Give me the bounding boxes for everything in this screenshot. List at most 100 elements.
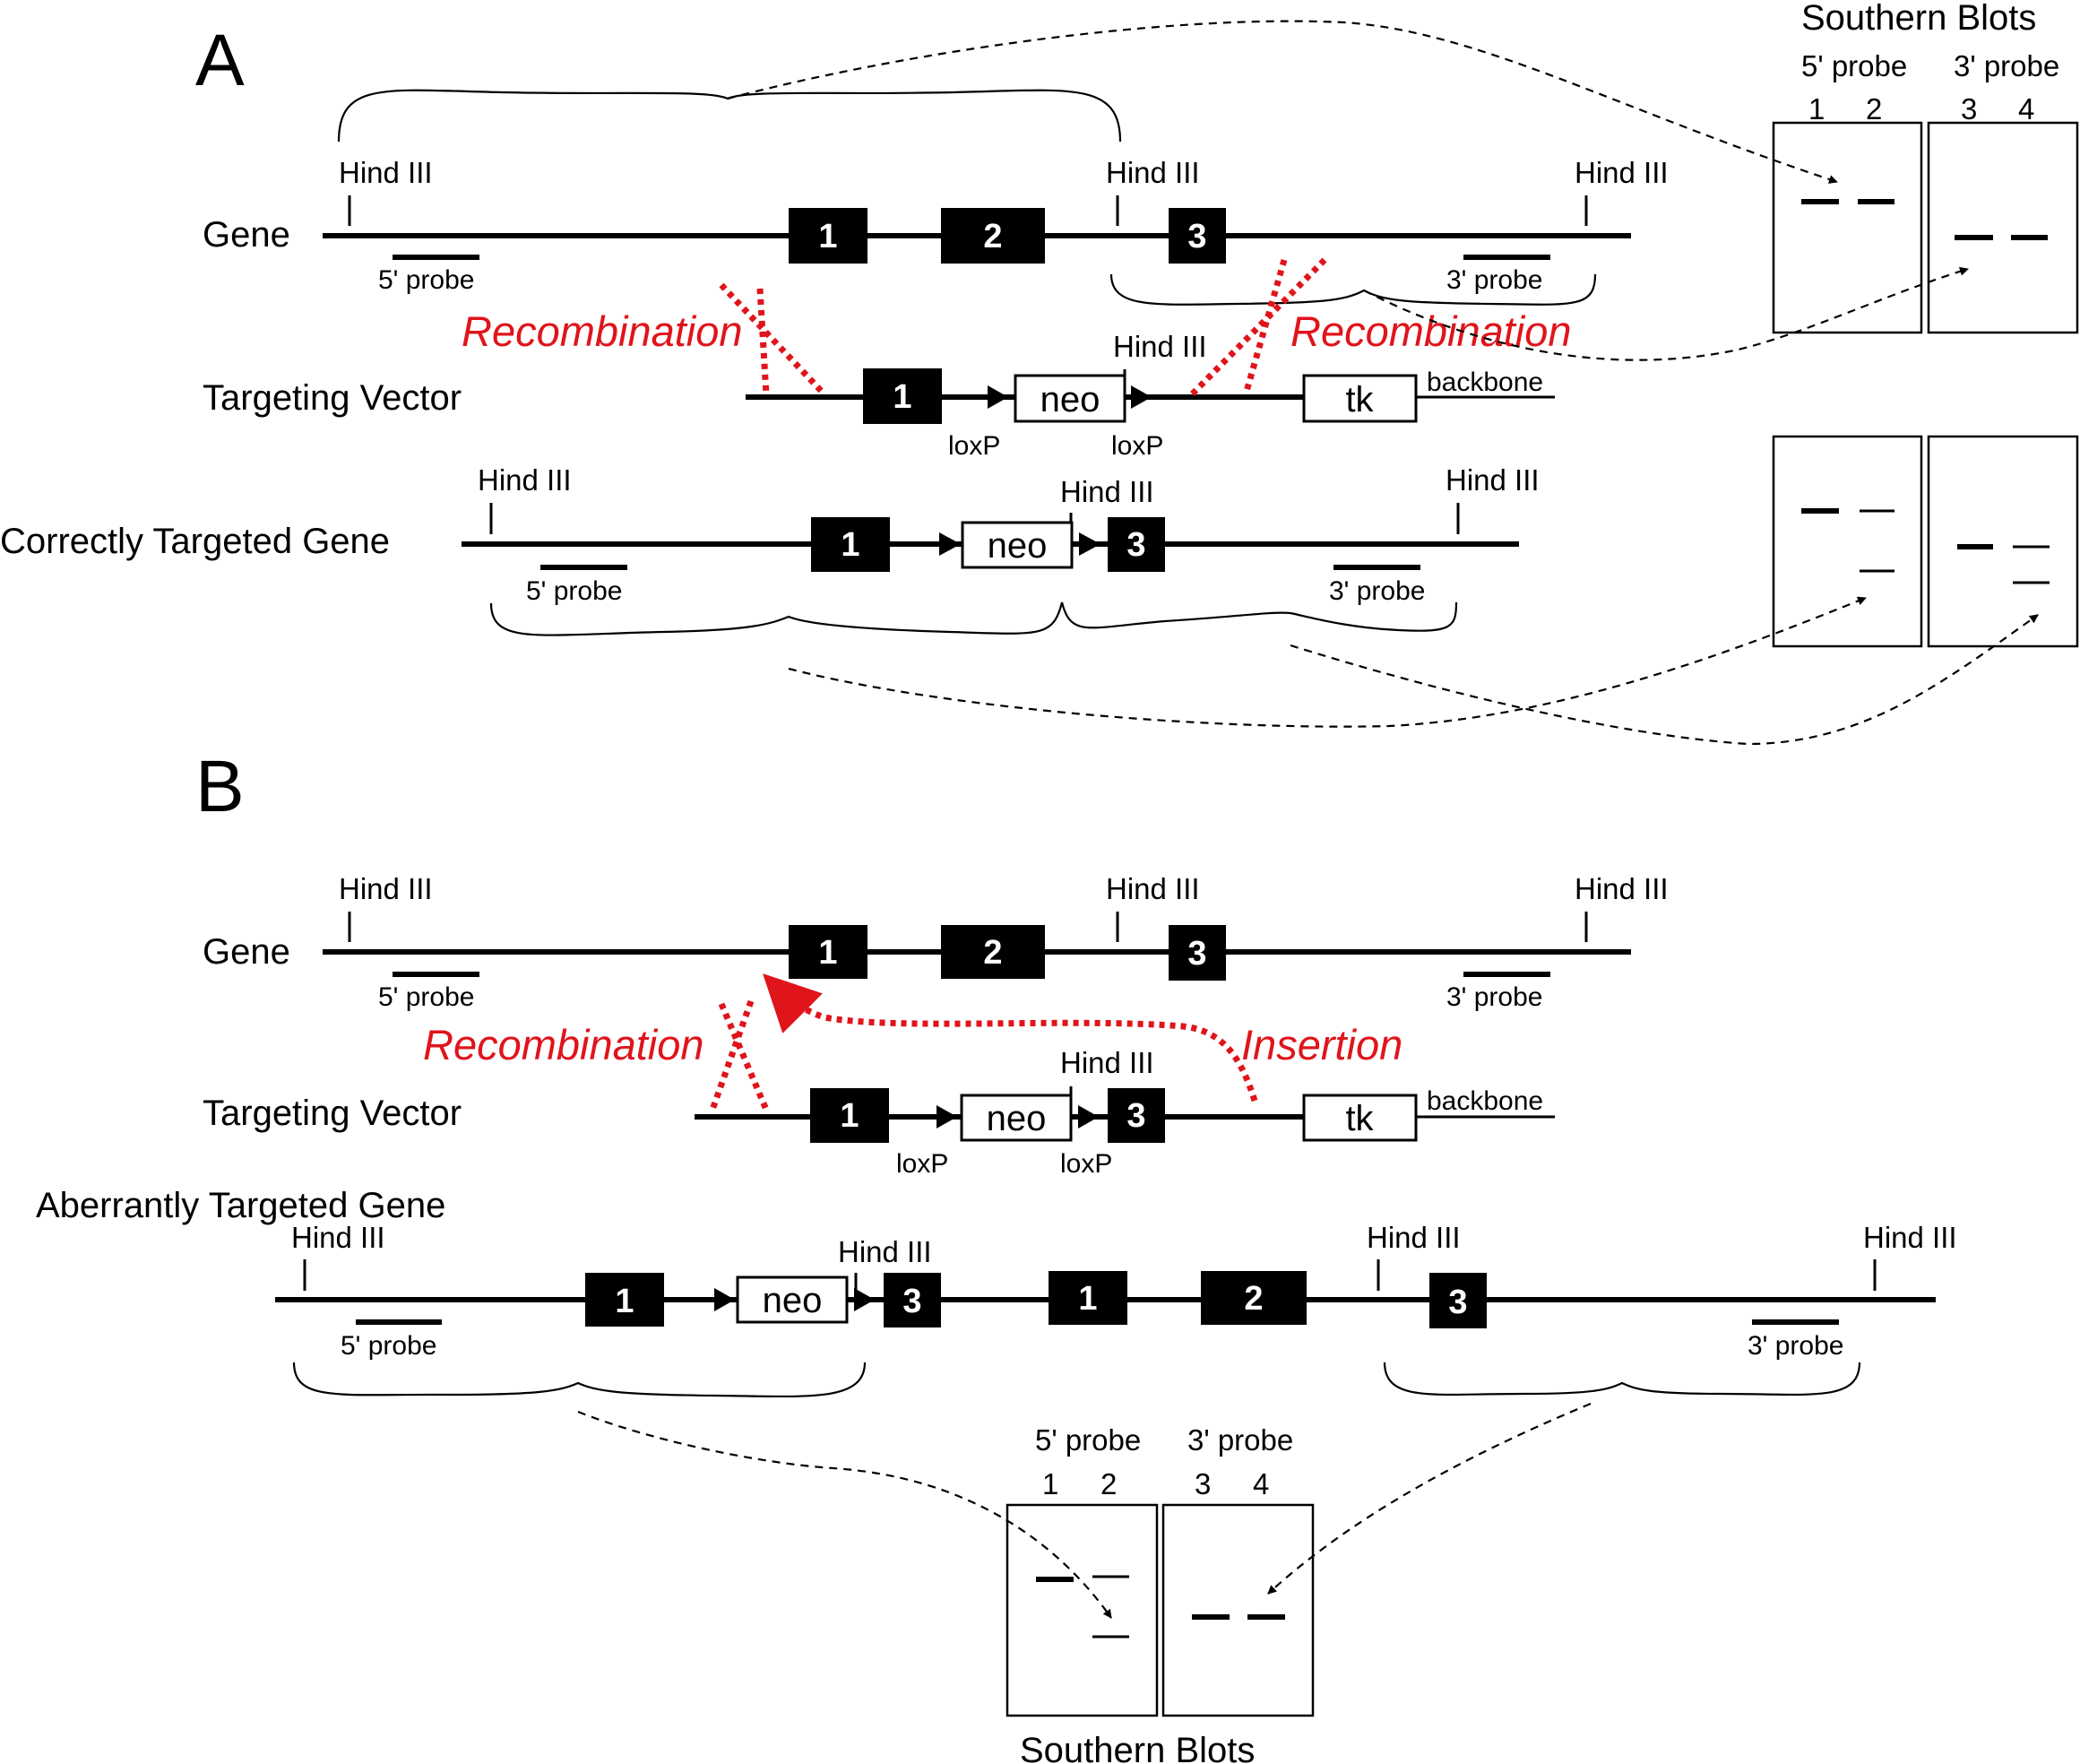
panel-b-vector: Targeting Vector 1 loxP neo loxP Hind II…	[203, 973, 1555, 1179]
correctly-targeted-gene-label: Correctly Targeted Gene	[0, 522, 390, 561]
panel-b-gene: Gene Hind III Hind III Hind III 1 2 3 5'…	[203, 872, 1669, 1012]
probe-5-label: 5' probe	[341, 1331, 436, 1361]
neo-label: neo	[763, 1281, 823, 1320]
panel-a-gene: Gene Hind III Hind III Hind III 1 2 3 5'…	[203, 89, 1669, 306]
exon-3-label: 3	[902, 1283, 921, 1320]
hind-iii-label: Hind III	[838, 1235, 932, 1268]
neo-cassette	[961, 521, 1074, 569]
exon-1-label: 1	[818, 218, 837, 255]
exon-1	[585, 1273, 664, 1327]
aberrant-fragment-brace	[1383, 1362, 1861, 1396]
probe-3-label: 3' probe	[1329, 576, 1425, 606]
panel-a: A Gene Hind III Hind III Hind III 1 2 3 …	[0, 0, 2079, 746]
loxp-arrow	[936, 1105, 957, 1128]
hind-iii-label: Hind III	[1060, 1046, 1154, 1079]
probe-5-header: 5' probe	[1035, 1423, 1141, 1457]
exon-1	[863, 368, 942, 424]
recombination-label: Recombination	[423, 1021, 704, 1068]
panel-b-letter: B	[195, 746, 245, 827]
probe-5-label: 5' probe	[378, 982, 474, 1012]
exon-3	[1169, 925, 1226, 981]
loxp-arrow	[1079, 532, 1100, 556]
tk-cassette	[1302, 1094, 1418, 1142]
exon-1-label: 1	[1078, 1280, 1097, 1318]
exon-1	[789, 925, 867, 979]
blot-membrane-5-probe	[1005, 1503, 1159, 1717]
exon-2	[941, 925, 1045, 979]
panel-a-targeted: Correctly Targeted Gene Hind III Hind II…	[0, 463, 1540, 636]
exon-1-label: 1	[615, 1283, 634, 1320]
exon-2-label: 2	[983, 218, 1002, 255]
exon-3-label: 3	[1448, 1284, 1467, 1321]
insertion-arrow	[763, 973, 1258, 1102]
exon-1	[1049, 1271, 1127, 1325]
blot-membrane-3-probe	[1927, 435, 2079, 648]
aberrantly-targeted-gene-label: Aberrantly Targeted Gene	[36, 1186, 445, 1225]
neo-cassette	[1014, 374, 1126, 423]
backbone-label: backbone	[1427, 368, 1543, 397]
loxp-arrow	[1131, 385, 1152, 409]
exon-1	[789, 208, 867, 264]
tk-label: tk	[1345, 1099, 1374, 1138]
blot-membrane-3-probe	[1927, 121, 2079, 334]
exon-1-label: 1	[818, 934, 837, 972]
leader-arrow	[727, 20, 1838, 184]
probe-3-label: 3' probe	[1446, 265, 1542, 295]
leader-arrow	[577, 1410, 1112, 1619]
gene-label: Gene	[203, 932, 290, 972]
panel-b: B Gene Hind III Hind III Hind III 1 2 3 …	[36, 746, 1957, 1764]
exon-1	[811, 517, 890, 572]
neo-label: neo	[987, 1099, 1047, 1138]
loxp-label: loxP	[896, 1149, 948, 1179]
lane-number: 3	[1961, 92, 1977, 125]
lane-number: 1	[1808, 92, 1825, 125]
blot-membrane-5-probe	[1772, 435, 1923, 648]
aberrant-fragment-brace	[292, 1362, 867, 1398]
panel-b-targeted: Aberrantly Targeted Gene Hind III Hind I…	[36, 1186, 1957, 1398]
targeting-vector-label: Targeting Vector	[203, 378, 462, 418]
recombination-label-left: Recombination	[462, 307, 743, 355]
probe-3-header: 3' probe	[1954, 49, 2059, 82]
hind-iii-label: Hind III	[1106, 872, 1200, 905]
exon-2-label: 2	[1244, 1280, 1263, 1318]
panel-a-vector: Targeting Vector 1 loxP neo loxP Hind II…	[203, 257, 1572, 461]
backbone-label: backbone	[1427, 1086, 1543, 1116]
hind-iii-label: Hind III	[339, 156, 433, 189]
crossover-line	[719, 282, 827, 397]
exon-3-label: 3	[1187, 935, 1206, 973]
crossover-line	[709, 999, 755, 1111]
exon-1	[810, 1088, 889, 1143]
blot-membrane-3-probe	[1161, 1503, 1315, 1717]
crossover-line	[718, 1002, 770, 1111]
neo-cassette	[960, 1094, 1073, 1142]
exon-3-label: 3	[1126, 1097, 1145, 1135]
panel-b-southern-blots: 5' probe 3' probe 1 2 3 4 Southern Blots	[1005, 1423, 1315, 1764]
exon-1-label: 1	[841, 526, 859, 564]
probe-5-header: 5' probe	[1801, 49, 1907, 82]
targeted-fragment-brace	[489, 601, 1458, 636]
loxp-arrow	[854, 1288, 875, 1311]
neo-label: neo	[988, 526, 1048, 566]
exon-3-label: 3	[1187, 218, 1206, 255]
exon-3	[1108, 1088, 1165, 1143]
hind-iii-label: Hind III	[1575, 156, 1669, 189]
exon-1-label: 1	[893, 378, 911, 416]
exon-3-label: 3	[1126, 526, 1145, 564]
recombination-label-right: Recombination	[1290, 307, 1572, 355]
hind-iii-label: Hind III	[1863, 1221, 1957, 1254]
panel-a-southern-blots: Southern Blots 5' probe 3' probe 1 2 3 4	[1772, 0, 2079, 648]
exon-3	[1169, 208, 1226, 264]
exon-3	[1429, 1273, 1487, 1328]
hind-iii-label: Hind III	[1106, 156, 1200, 189]
neo-label: neo	[1040, 380, 1100, 419]
crossover-line	[1242, 259, 1288, 395]
loxp-arrow	[988, 385, 1008, 409]
probe-3-label: 3' probe	[1446, 982, 1542, 1012]
gene-label: Gene	[203, 215, 290, 255]
loxp-arrow	[1078, 1105, 1099, 1128]
hind-iii-label: Hind III	[1446, 463, 1540, 497]
lane-number: 1	[1042, 1467, 1058, 1500]
probe-5-label: 5' probe	[526, 576, 622, 606]
lane-number: 4	[2018, 92, 2034, 125]
